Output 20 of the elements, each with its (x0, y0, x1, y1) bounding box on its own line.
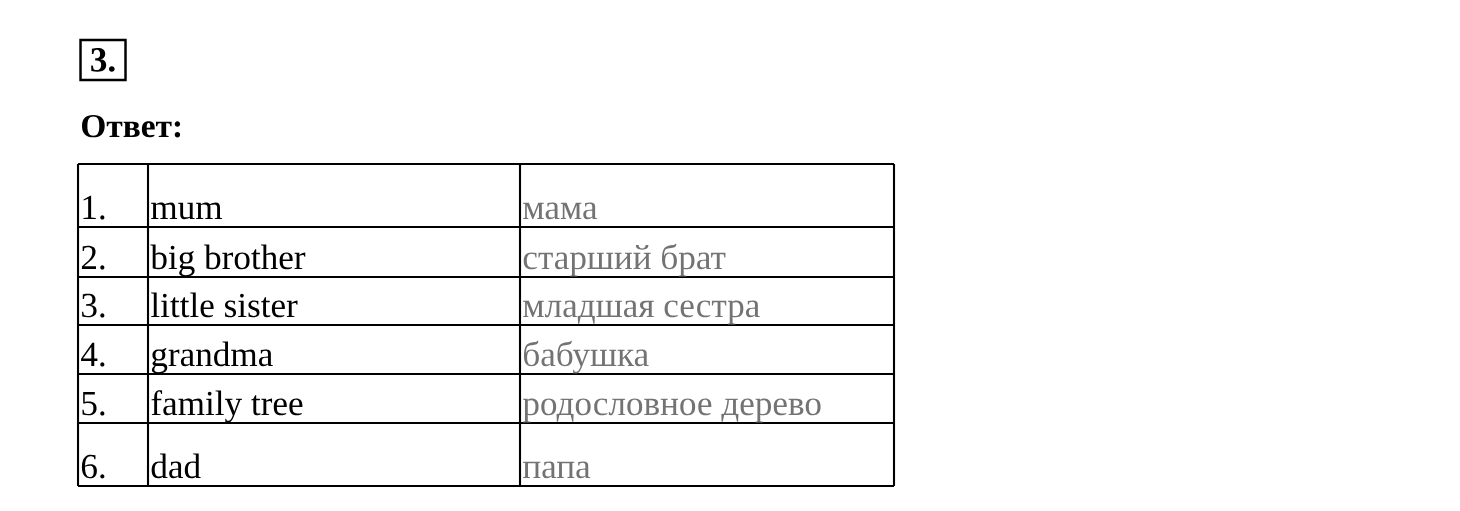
number-box: 3. (79, 38, 127, 82)
english-word: grandma (151, 341, 273, 374)
row-number: 5. (82, 391, 105, 416)
row-number: 3. (82, 293, 105, 318)
row-number: 6. (81, 454, 105, 479)
russian-translation: папа (523, 461, 591, 479)
english-word: big brother (150, 244, 306, 277)
english-word: family tree (151, 390, 303, 423)
english-word: dad (151, 453, 201, 479)
russian-translation: мама (523, 202, 598, 220)
english-word: little sister (151, 292, 298, 318)
row-number: 1. (83, 195, 105, 220)
russian-translation: родословное дерево (522, 398, 821, 423)
english-word: mum (151, 202, 223, 220)
russian-translation: старший брат (523, 243, 726, 277)
row-number: 4. (81, 342, 105, 367)
answer-heading: Ответ: (82, 114, 181, 138)
row-number: 2. (81, 245, 105, 270)
russian-translation: бабушка (524, 340, 649, 374)
russian-translation: младшая сестра (523, 300, 760, 325)
